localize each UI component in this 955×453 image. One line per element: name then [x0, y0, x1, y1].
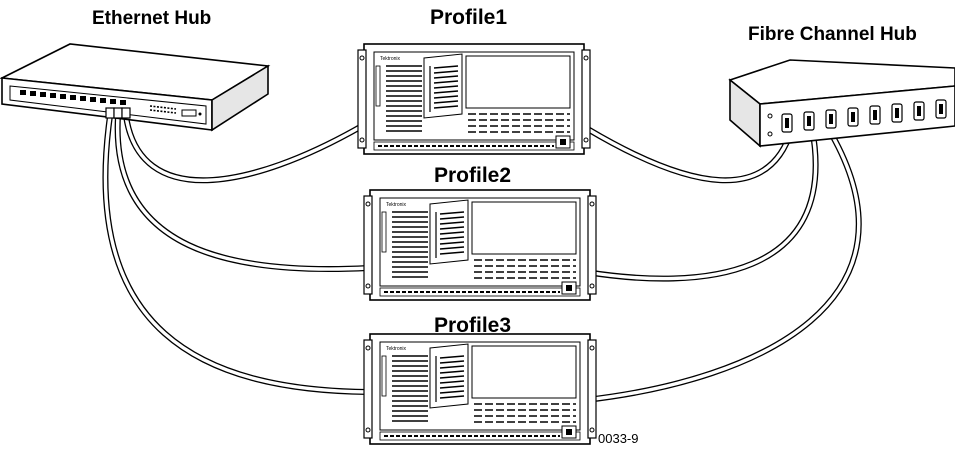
- fibre-channel-hub-device: [728, 59, 955, 148]
- profile3-label: Profile3: [434, 314, 512, 337]
- cable-inner-strokes: [103, 114, 861, 402]
- fibre-channel-hub-label: Fibre Channel Hub: [748, 24, 917, 45]
- figure-number: 0033-9: [598, 431, 639, 446]
- profile3-server-unit: [363, 333, 597, 445]
- profile2-server-unit: [363, 189, 597, 301]
- ethernet-hub-device: [0, 43, 271, 132]
- profile1-server-unit: [357, 43, 591, 155]
- profile1-label: Profile1: [430, 6, 508, 29]
- ethernet-hub-label: Ethernet Hub: [92, 8, 212, 29]
- ethernet-hub-plugs: [105, 107, 131, 119]
- profile2-label: Profile2: [434, 164, 512, 187]
